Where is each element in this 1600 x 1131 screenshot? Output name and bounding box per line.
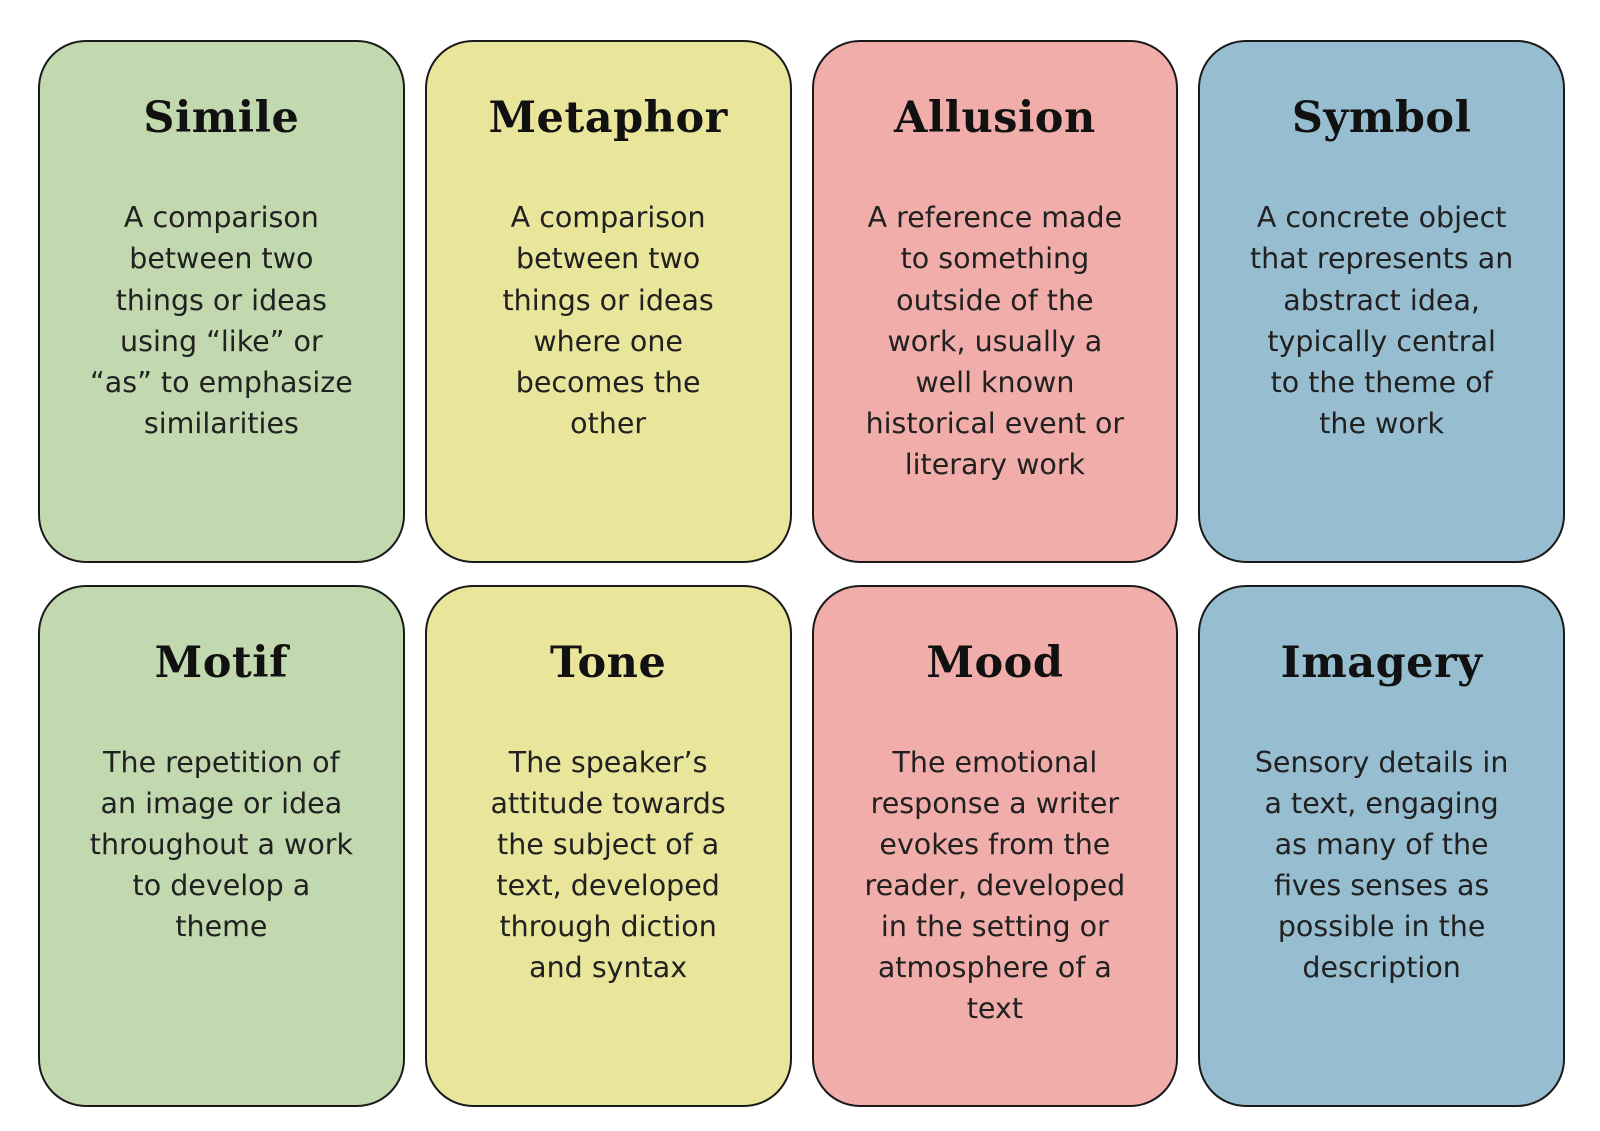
card-title: Symbol xyxy=(1291,93,1472,143)
card-symbol: Symbol A concrete object that represents… xyxy=(1198,40,1565,563)
card-description: A comparison between two things or ideas… xyxy=(502,201,714,440)
card-description: Sensory details in a text, engaging as m… xyxy=(1254,745,1509,985)
card-allusion: Allusion A reference made to something o… xyxy=(811,40,1179,563)
card-description: The repetition of an image or idea throu… xyxy=(89,745,353,944)
card-simile: Simile A comparison between two things o… xyxy=(38,40,405,563)
card-description: The emotional response a writer evokes f… xyxy=(864,745,1126,1026)
card-tone: Tone The speaker’s attitude towards the … xyxy=(424,584,792,1107)
card-motif: Motif The repetition of an image or idea… xyxy=(38,584,405,1107)
card-description: A reference made to something outside of… xyxy=(865,201,1125,481)
card-title: Imagery xyxy=(1280,637,1483,688)
card-title: Motif xyxy=(154,637,289,688)
card-title: Allusion xyxy=(893,93,1096,143)
card-imagery: Imagery Sensory details in a text, engag… xyxy=(1198,584,1565,1107)
card-title: Tone xyxy=(549,637,667,688)
card-title: Metaphor xyxy=(488,93,728,143)
card-title: Mood xyxy=(926,637,1064,688)
card-description: The speaker’s attitude towards the subje… xyxy=(490,745,726,985)
card-description: A concrete object that represents an abs… xyxy=(1249,201,1514,440)
card-title: Simile xyxy=(143,93,300,143)
card-metaphor: Metaphor A comparison between two things… xyxy=(424,40,792,563)
card-mood: Mood The emotional response a writer evo… xyxy=(811,584,1179,1107)
card-description: A comparison between two things or ideas… xyxy=(90,201,353,440)
